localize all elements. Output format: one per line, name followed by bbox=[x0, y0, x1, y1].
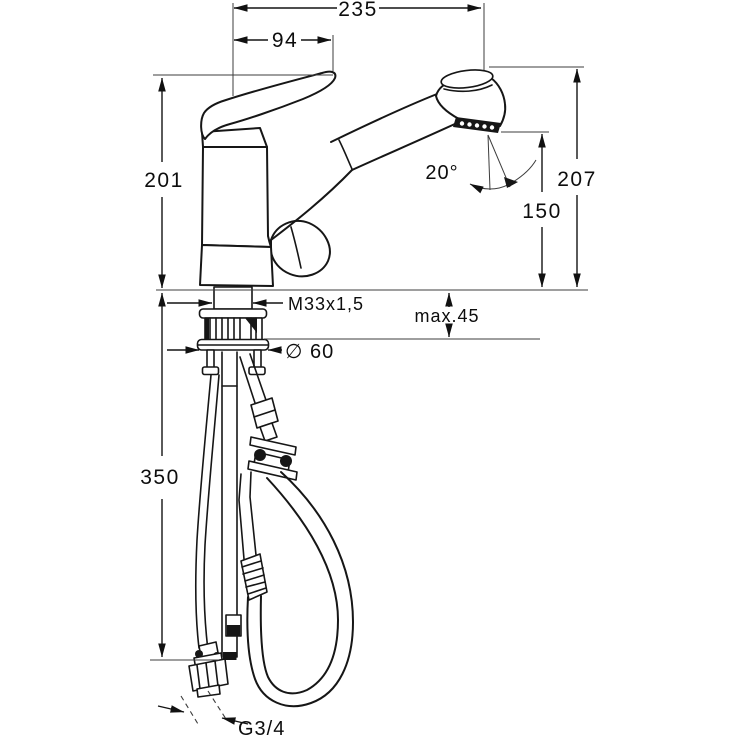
dim-g34-right-arrow bbox=[221, 717, 249, 725]
spout-upper-edge bbox=[330, 93, 438, 143]
hose-clip-dark bbox=[226, 625, 241, 636]
dim-label-150: 150 bbox=[522, 200, 562, 223]
spray-hose-upper bbox=[239, 353, 268, 407]
cartridge-cover bbox=[201, 127, 268, 148]
collar-wedge bbox=[245, 318, 257, 333]
spray-head-seam bbox=[443, 84, 493, 93]
mounting-collar-ribs bbox=[209, 317, 257, 341]
dim-label-g34: G3/4 bbox=[238, 718, 285, 736]
spray-hose-loop bbox=[246, 471, 354, 708]
faucet-base bbox=[199, 244, 274, 287]
spout-base-seam bbox=[290, 226, 302, 269]
faucet-body bbox=[201, 146, 272, 248]
dim-label-350: 350 bbox=[140, 466, 180, 489]
dim-label-201: 201 bbox=[144, 169, 184, 192]
hose-coupler-ribs bbox=[241, 560, 267, 595]
dimension-layer: 235 94 201 207 150 350 max.45 M33x1,5 ∅ bbox=[140, 0, 597, 736]
hose-union-stub bbox=[259, 422, 278, 442]
handle-lever bbox=[200, 70, 337, 140]
supply-hose-left bbox=[194, 374, 220, 651]
ext-line-g34-right bbox=[207, 690, 227, 720]
riser-tube bbox=[221, 351, 238, 658]
dim-label-m33: M33x1,5 bbox=[288, 294, 364, 314]
dim-label-94: 94 bbox=[272, 29, 298, 52]
riser-tube-end bbox=[223, 652, 237, 660]
clamp-screw-left bbox=[254, 449, 266, 461]
mounting-foot-left bbox=[201, 366, 220, 376]
ext-line-g34-left bbox=[180, 695, 199, 725]
clamp-screw-right bbox=[280, 455, 292, 467]
hose-coupler bbox=[240, 553, 268, 601]
spray-angle-indicator bbox=[469, 134, 537, 194]
dim-label-max45: max.45 bbox=[414, 306, 479, 326]
dim-g34-left-arrow bbox=[157, 705, 185, 713]
spray-head-release-button bbox=[440, 69, 494, 89]
supply-connector-nut-ribs bbox=[196, 660, 219, 690]
spout-lower-edge bbox=[351, 122, 458, 171]
collar-notch bbox=[205, 318, 209, 340]
hose-clamp-top-plate bbox=[249, 436, 297, 456]
mounting-leg-left bbox=[206, 349, 215, 370]
spout-seam bbox=[338, 139, 353, 170]
dim-label-235: 235 bbox=[338, 0, 378, 21]
spray-hose-return bbox=[238, 471, 257, 560]
escutcheon-top-flange bbox=[198, 308, 268, 319]
dim-label-207: 207 bbox=[557, 168, 597, 191]
aerator-dots bbox=[459, 121, 495, 130]
dim-label-20deg: 20° bbox=[425, 162, 458, 184]
hose-union-seam bbox=[253, 409, 276, 418]
spout-underside-curve bbox=[270, 169, 353, 241]
dim-label-d60: ∅ 60 bbox=[285, 341, 334, 363]
